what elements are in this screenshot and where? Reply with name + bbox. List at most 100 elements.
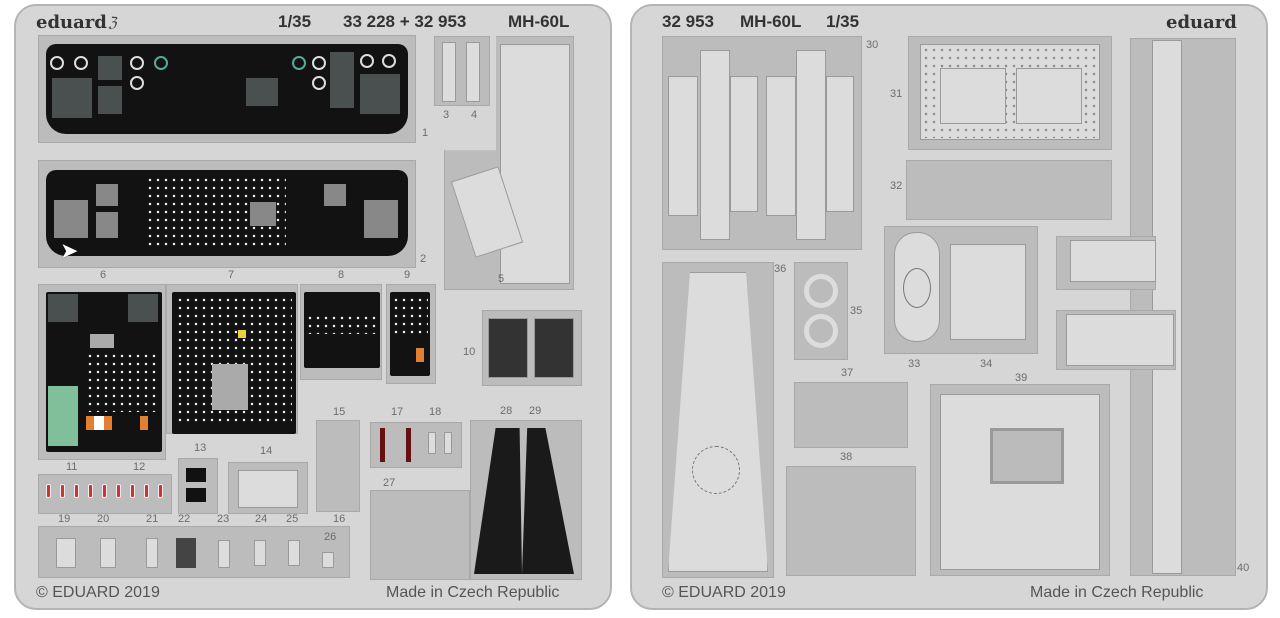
etched-detail — [176, 538, 196, 568]
etched-detail — [128, 294, 158, 322]
part-number: 24 — [255, 513, 268, 525]
part-number: 36 — [774, 263, 787, 275]
etched-detail — [903, 268, 931, 308]
part-number: 15 — [333, 406, 346, 418]
panel-7 — [172, 292, 296, 434]
right-eduard-logo: eduard — [1166, 12, 1237, 33]
part-number: 40 — [1237, 562, 1250, 574]
etched-detail — [98, 86, 122, 114]
part-number: 2 — [420, 253, 427, 265]
part-number: 6 — [100, 269, 107, 281]
etched-detail — [96, 212, 118, 238]
part-number: 10 — [463, 346, 476, 358]
part-15-16-frame — [316, 420, 360, 512]
part-27-frame — [370, 490, 470, 580]
part-number: 12 — [133, 461, 146, 473]
right-model: MH-60L — [740, 12, 802, 31]
etched-detail — [392, 296, 428, 336]
etched-detail — [56, 538, 76, 568]
part-30a — [700, 50, 730, 240]
part-37-frame — [794, 382, 908, 448]
etched-detail — [990, 428, 1064, 484]
part-number: 33 — [908, 358, 921, 370]
part-32-frame — [906, 160, 1112, 220]
part-number: 32 — [890, 180, 903, 192]
part-5 — [500, 44, 570, 284]
part-13b — [186, 488, 206, 502]
part-number: 18 — [429, 406, 442, 418]
part-18b — [444, 432, 452, 454]
etched-detail — [306, 314, 376, 334]
right-set-number: 32 953 — [662, 12, 714, 31]
part-17b — [406, 428, 411, 462]
right-origin: Made in Czech Republic — [1030, 584, 1204, 601]
part-number: 20 — [97, 513, 110, 525]
mouse-cursor: ➤ — [60, 238, 79, 263]
etched-detail — [98, 56, 122, 80]
part-10a — [488, 318, 528, 378]
etched-detail — [238, 330, 246, 338]
part-number: 13 — [194, 442, 207, 454]
part-number: 14 — [260, 445, 273, 457]
part-number: 16 — [333, 513, 346, 525]
left-eduard-logo: eduard — [36, 12, 107, 33]
etched-detail — [74, 484, 79, 498]
gauge-icon — [292, 56, 306, 70]
part-number: 31 — [890, 88, 903, 100]
left-origin: Made in Czech Republic — [386, 584, 560, 601]
part-number: 3 — [443, 109, 450, 121]
left-scale: 1/35 — [278, 12, 312, 31]
part-number: 19 — [58, 513, 71, 525]
part-number: 11 — [66, 461, 78, 473]
gauge-icon — [382, 54, 396, 68]
panel-9 — [390, 292, 430, 376]
etched-detail — [104, 416, 112, 430]
etched-detail — [1066, 314, 1174, 366]
left-model: MH-60L — [508, 12, 570, 31]
etched-detail — [288, 540, 300, 566]
etched-detail — [94, 416, 104, 430]
part-number: 39 — [1015, 372, 1028, 384]
part-40-frame — [1130, 38, 1236, 576]
part-13a — [186, 468, 206, 482]
etched-detail — [52, 78, 92, 118]
etched-detail — [218, 540, 230, 568]
part-number: 37 — [841, 367, 854, 379]
etched-detail — [1016, 68, 1082, 124]
gauge-icon — [312, 56, 326, 70]
part-number: 21 — [146, 513, 159, 525]
part-number: 27 — [383, 477, 396, 489]
part-34 — [950, 244, 1026, 340]
panel-6 — [46, 292, 162, 452]
part-18a — [428, 432, 436, 454]
etched-detail — [804, 274, 838, 308]
left-copyright: © EDUARD 2019 — [36, 584, 160, 601]
etched-detail — [1070, 240, 1156, 282]
etched-detail — [60, 484, 65, 498]
part-30b — [668, 76, 698, 216]
gauge-icon — [130, 76, 144, 90]
etched-detail — [48, 386, 78, 446]
part-30f — [826, 76, 854, 212]
part-30c — [730, 76, 758, 212]
part-14 — [238, 470, 298, 508]
etched-detail — [100, 538, 116, 568]
part-number: 5 — [498, 273, 505, 285]
part-number: 29 — [529, 405, 542, 417]
etched-detail — [324, 184, 346, 206]
etched-detail — [130, 484, 135, 498]
right-scale: 1/35 — [826, 12, 860, 31]
part-number: 30 — [866, 39, 879, 51]
etched-detail — [364, 200, 398, 238]
part-number: 1 — [422, 127, 429, 139]
gauge-icon — [130, 56, 144, 70]
etched-detail — [46, 484, 51, 498]
left-set-numbers: 33 228 + 32 953 — [343, 12, 467, 31]
etched-detail — [804, 314, 838, 348]
signature-logo: ℨ — [108, 14, 117, 30]
part-10b — [534, 318, 574, 378]
etched-detail — [692, 446, 740, 494]
part-number: 26 — [324, 531, 337, 543]
part-number: 8 — [338, 269, 345, 281]
etched-detail — [212, 364, 248, 410]
